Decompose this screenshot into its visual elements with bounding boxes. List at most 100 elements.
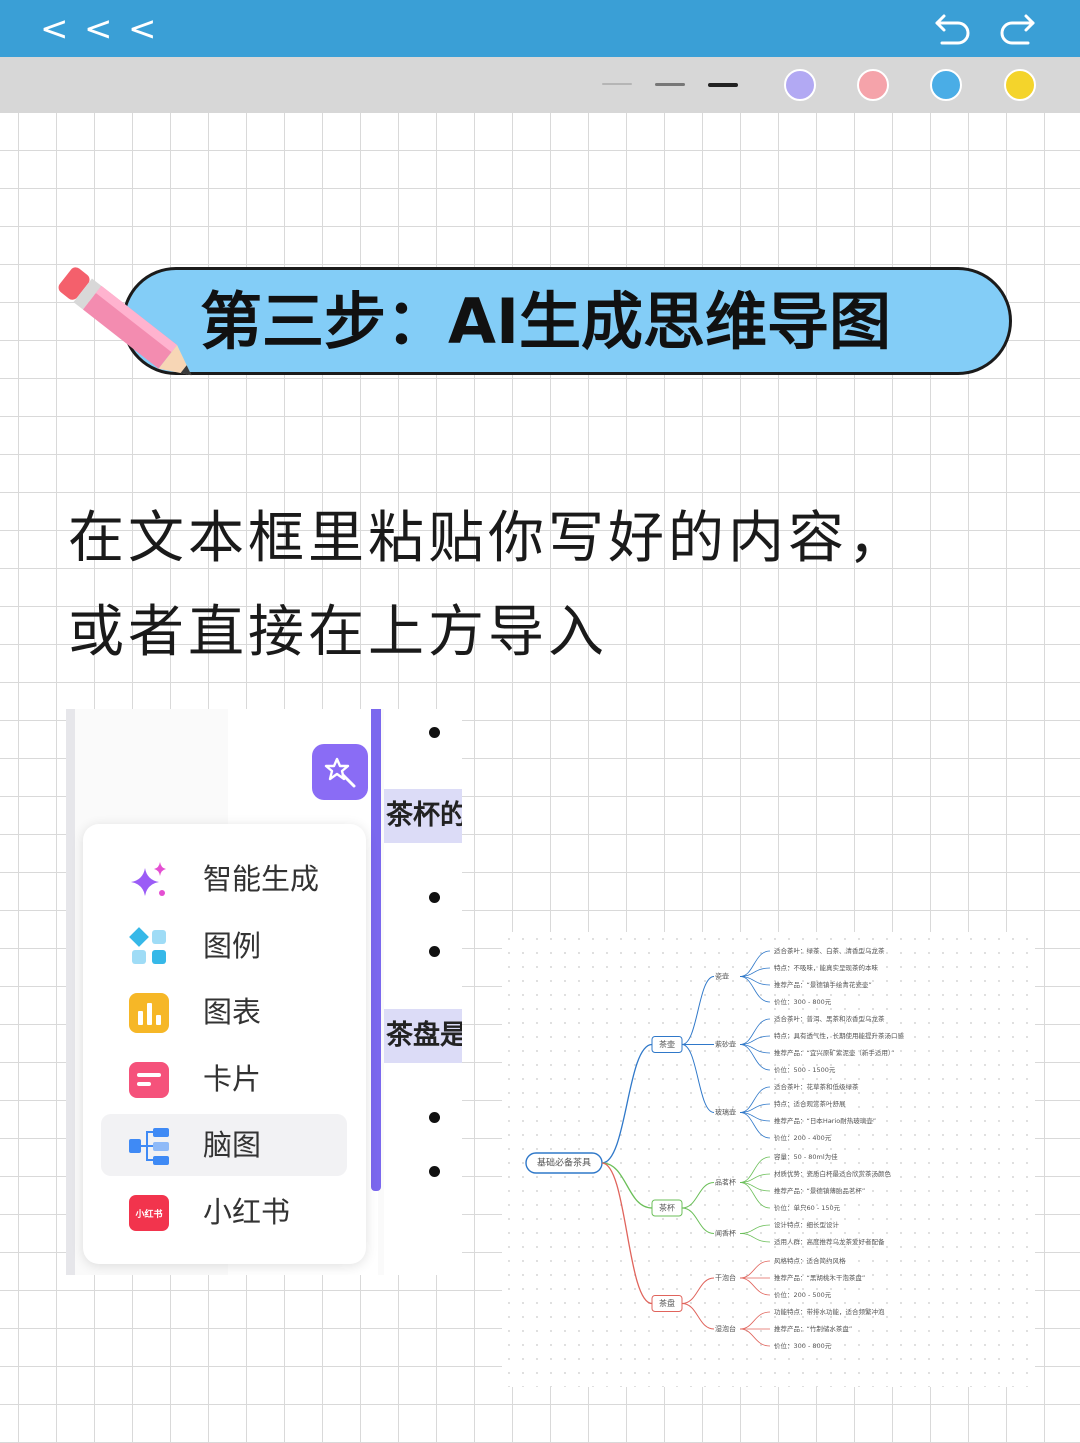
color-swatch-purple[interactable] xyxy=(784,69,816,101)
mindmap-leaf-label: 功能特点：带排水功能，适合频繁冲泡 xyxy=(774,1307,885,1316)
mindmap-icon xyxy=(129,1128,169,1165)
insert-menu: 智能生成 图例 图表 xyxy=(83,824,366,1264)
mindmap-branch-label: 茶杯 xyxy=(659,1203,675,1213)
bullet-point xyxy=(429,1112,440,1123)
mindmap-leaf-label: 特点：适合观赏茶叶舒展 xyxy=(774,1099,846,1108)
legend-icon xyxy=(129,927,166,964)
top-app-bar: < < < xyxy=(0,0,1080,57)
mindmap-leaf-label: 推荐产品：“竹制储水茶盘” xyxy=(774,1324,852,1333)
mindmap-leaf-link xyxy=(739,1182,771,1209)
mindmap-leaf-link xyxy=(739,1044,771,1071)
mindmap-branch-label: 茶盘 xyxy=(659,1298,675,1308)
menu-item-label: 脑图 xyxy=(203,1128,262,1162)
selection-bar xyxy=(371,709,381,1191)
bullet-point xyxy=(429,892,440,903)
mindmap-child-link xyxy=(681,976,715,1045)
mindmap-leaf-label: 价位：单只60 - 150元 xyxy=(774,1203,841,1212)
mindmap-child-link xyxy=(681,1044,715,1113)
mindmap-leaf-link xyxy=(739,967,771,977)
ai-magic-button[interactable] xyxy=(312,744,368,800)
mindmap-leaf-label: 价位：300 - 800元 xyxy=(774,1341,832,1350)
mindmap-leaf-label: 价位：200 - 500元 xyxy=(774,1290,832,1299)
pencil-icon xyxy=(58,267,192,376)
stroke-medium-button[interactable] xyxy=(655,83,685,86)
mindmap-leaf-label: 推荐产品：“宜兴原矿紫泥壶（新手适用）” xyxy=(774,1048,895,1057)
menu-item-xiaohongshu[interactable]: 小红书 小红书 xyxy=(101,1181,347,1243)
mindmap-leaf-link xyxy=(739,950,771,977)
card-icon xyxy=(129,1062,169,1098)
mindmap-leaf-label: 价位：500 - 1500元 xyxy=(774,1065,836,1074)
back-button-3[interactable]: < xyxy=(128,9,157,49)
undo-icon[interactable] xyxy=(934,12,972,46)
instruction-line-2: 或者直接在上方导入 xyxy=(68,600,608,665)
mindmap-child-link xyxy=(681,1277,715,1304)
mindmap-leaf-link xyxy=(739,1086,771,1113)
mindmap-leaf-link xyxy=(739,1156,771,1183)
back-button-2[interactable]: < xyxy=(84,9,113,49)
mindmap-leaf-label: 容量：50 - 80ml为佳 xyxy=(774,1152,838,1161)
pen-toolbar xyxy=(0,57,1080,113)
mindmap-leaf-label: 风格特点：适合简约风格 xyxy=(774,1256,846,1265)
mindmap-leaf-link xyxy=(739,1311,771,1330)
mindmap-leaf-link xyxy=(739,1018,771,1045)
mindmap-leaf-label: 特点：不吸味，能真实呈现茶的本味 xyxy=(774,963,879,972)
mindmap-leaf-link xyxy=(739,1112,771,1139)
menu-item-label: 图例 xyxy=(203,929,262,963)
mindmap-leaf-label: 适合茶叶：普洱、黑茶和浓香型乌龙茶 xyxy=(774,1014,885,1023)
redo-icon[interactable] xyxy=(998,12,1036,46)
mindmap-leaf-link xyxy=(739,1103,771,1113)
mindmap-leaf-link xyxy=(739,976,771,1003)
mindmap-branch-label: 茶壶 xyxy=(659,1039,675,1049)
color-swatch-pink[interactable] xyxy=(857,69,889,101)
mindmap-child-link xyxy=(681,1303,715,1330)
mindmap-preview: 基础必备茶具茶壶瓷壶适合茶叶：绿茶、白茶、清香型乌龙茶特点：不吸味，能真实呈现茶… xyxy=(502,932,1035,1387)
instruction-line-1: 在文本框里粘贴你写好的内容， xyxy=(68,506,908,571)
menu-item-mindmap[interactable]: 脑图 xyxy=(101,1114,347,1176)
mindmap-leaf-link xyxy=(739,1224,771,1234)
mindmap-leaf-label: 价位：300 - 800元 xyxy=(774,997,832,1006)
stroke-thick-button[interactable] xyxy=(708,83,738,87)
mindmap-branch-link xyxy=(601,1162,653,1305)
mindmap-child-link xyxy=(681,1207,715,1234)
mindmap-child-label: 干泡台 xyxy=(715,1273,736,1282)
stroke-thin-button[interactable] xyxy=(602,83,632,85)
title-banner xyxy=(122,267,1012,375)
menu-item-card[interactable]: 卡片 xyxy=(101,1048,347,1110)
color-swatch-yellow[interactable] xyxy=(1004,69,1036,101)
mindmap-leaf-label: 适合茶叶：花草茶和低级绿茶 xyxy=(774,1082,859,1091)
bullet-point xyxy=(429,946,440,957)
mindmap-child-label: 玻璃壶 xyxy=(715,1108,736,1117)
mindmap-child-label: 品茗杯 xyxy=(715,1178,736,1187)
mindmap-child-label: 瓷壶 xyxy=(715,972,729,981)
mindmap-leaf-link xyxy=(739,1233,771,1243)
mindmap-branch-link xyxy=(601,1162,653,1209)
menu-item-smart-generate[interactable]: 智能生成 xyxy=(101,848,347,910)
page-title: 第三步：AI生成思维导图 xyxy=(200,285,892,358)
mindmap-canvas: 基础必备茶具茶壶瓷壶适合茶叶：绿茶、白茶、清香型乌龙茶特点：不吸味，能真实呈现茶… xyxy=(525,946,905,1350)
xiaohongshu-icon: 小红书 xyxy=(129,1195,169,1231)
color-swatch-blue[interactable] xyxy=(930,69,962,101)
mindmap-leaf-label: 推荐产品：“黑胡桃木干泡茶盘” xyxy=(774,1273,865,1282)
menu-item-legend[interactable]: 图例 xyxy=(101,915,347,977)
xiaohongshu-logo-text: 小红书 xyxy=(134,1208,162,1220)
magic-wand-icon xyxy=(324,757,356,788)
mindmap-branch-link xyxy=(601,1043,653,1164)
back-button[interactable]: < xyxy=(40,9,69,49)
mindmap-leaf-label: 价位：200 - 400元 xyxy=(774,1133,832,1142)
mindmap-leaf-label: 推荐产品：“日本Hario耐热玻璃壶” xyxy=(774,1116,876,1125)
sparkle-icon xyxy=(131,862,166,896)
instruction-text: 在文本框里粘贴你写好的内容， 或者直接在上方导入 xyxy=(68,492,1028,680)
mindmap-leaf-label: 设计特点：细长型设计 xyxy=(774,1220,840,1229)
doc-heading-cups: 茶杯的 xyxy=(384,789,462,843)
mindmap-leaf-label: 特点：具有透气性，长期使用能提升茶汤口感 xyxy=(774,1031,905,1040)
mindmap-leaf-label: 推荐产品：“景德镇薄胎品茗杯” xyxy=(774,1186,865,1195)
left-gutter xyxy=(66,709,75,1275)
mindmap-child-link xyxy=(681,1182,715,1209)
menu-item-chart[interactable]: 图表 xyxy=(101,981,347,1043)
menu-item-label: 小红书 xyxy=(203,1195,291,1229)
mindmap-leaf-link xyxy=(739,1260,771,1279)
mindmap-child-label: 紫砂壶 xyxy=(715,1040,736,1049)
bullet-point xyxy=(429,1166,440,1177)
mindmap-leaf-label: 适用人群：高度推荐乌龙茶爱好者配备 xyxy=(774,1237,885,1246)
mindmap-leaf-label: 推荐产品：“景德镇手绘青花瓷壶” xyxy=(774,980,872,989)
